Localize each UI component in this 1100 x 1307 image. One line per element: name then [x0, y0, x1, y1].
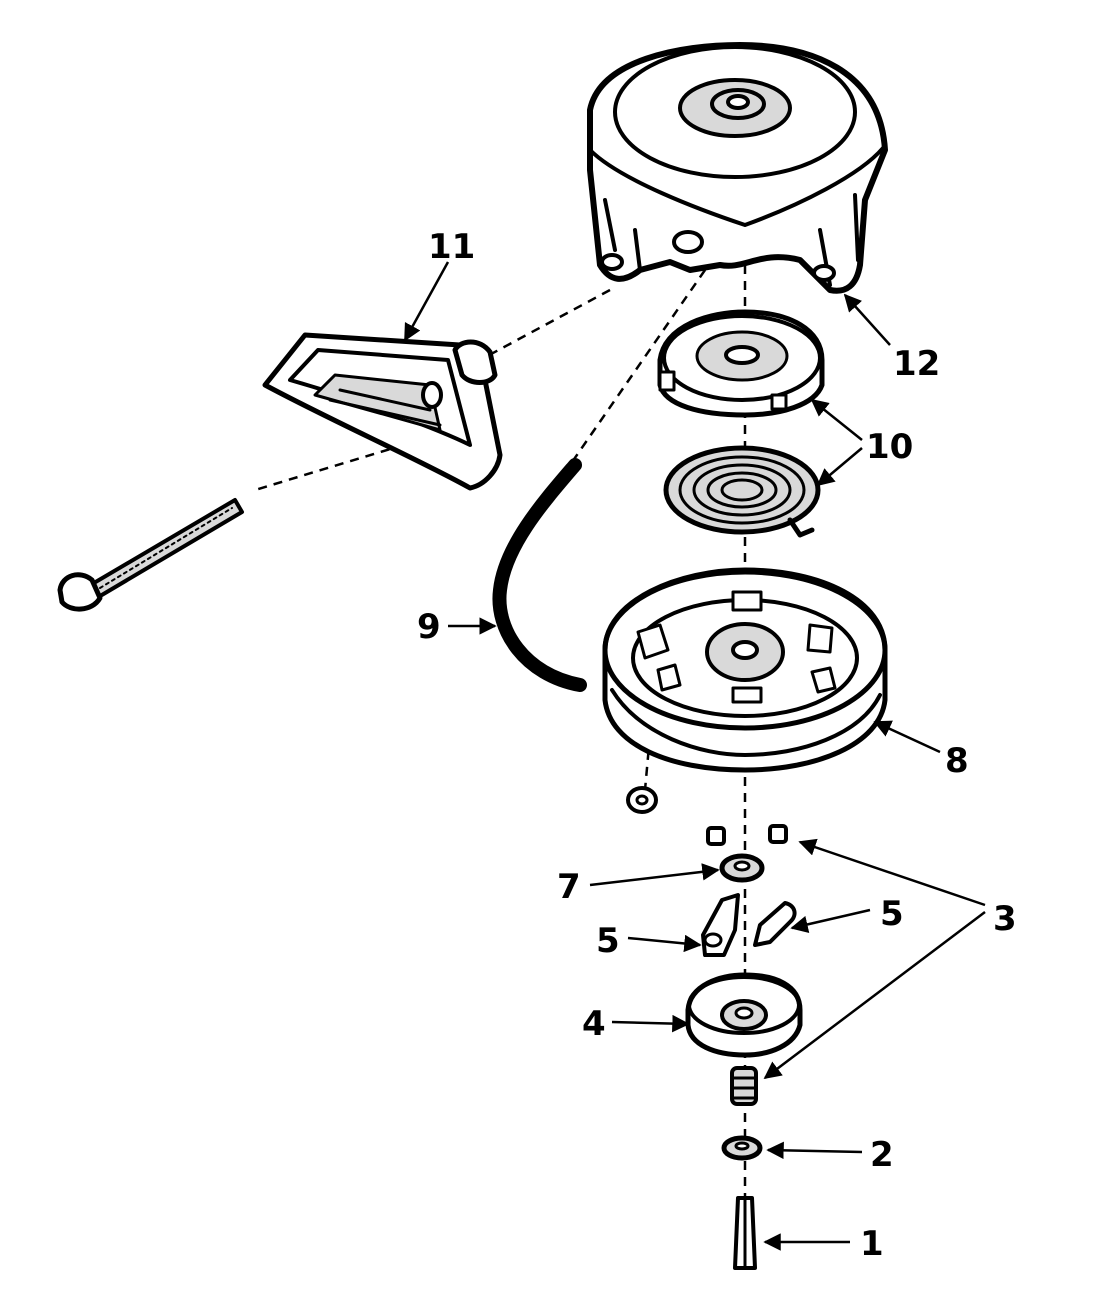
- part-3-pins: [706, 824, 788, 846]
- part-7-washer: [719, 853, 765, 883]
- callout-8: 8: [945, 741, 969, 781]
- callout-7: 7: [557, 867, 581, 907]
- part-9-starter-rope: [492, 458, 587, 692]
- callout-3: 3: [993, 899, 1017, 939]
- callout-10: 10: [866, 427, 913, 467]
- callout-9: 9: [417, 607, 441, 647]
- assembly-dash-lines: [254, 265, 747, 1220]
- part-2-washer: [721, 1135, 763, 1161]
- handle-bolt: [57, 498, 244, 612]
- part-11-starter-handle: [262, 332, 503, 491]
- callout-1: 1: [860, 1224, 884, 1264]
- callout-labels: 11 12 10 9 8 3 7 5 5 4 2 1: [417, 227, 1017, 1264]
- part-5-pawl-right: [753, 901, 797, 947]
- callout-leaders: [403, 261, 986, 1251]
- part-8-pulley: [602, 567, 888, 773]
- callout-5-left: 5: [596, 921, 620, 961]
- part-12-starter-housing: [587, 42, 888, 294]
- callout-12: 12: [893, 344, 940, 384]
- part-3-spring: [730, 1066, 758, 1106]
- part-10-rewind-spring: [663, 445, 821, 538]
- part-1-pin: [733, 1196, 757, 1270]
- callout-5-right: 5: [880, 894, 904, 934]
- part-4-ratchet: [685, 972, 803, 1058]
- part-10-spring-cup: [657, 309, 825, 418]
- callout-2: 2: [870, 1135, 894, 1175]
- callout-11: 11: [428, 227, 475, 267]
- pulley-retainer-nut: [626, 786, 658, 814]
- callout-4: 4: [582, 1004, 606, 1044]
- part-5-pawl-left: [701, 893, 740, 957]
